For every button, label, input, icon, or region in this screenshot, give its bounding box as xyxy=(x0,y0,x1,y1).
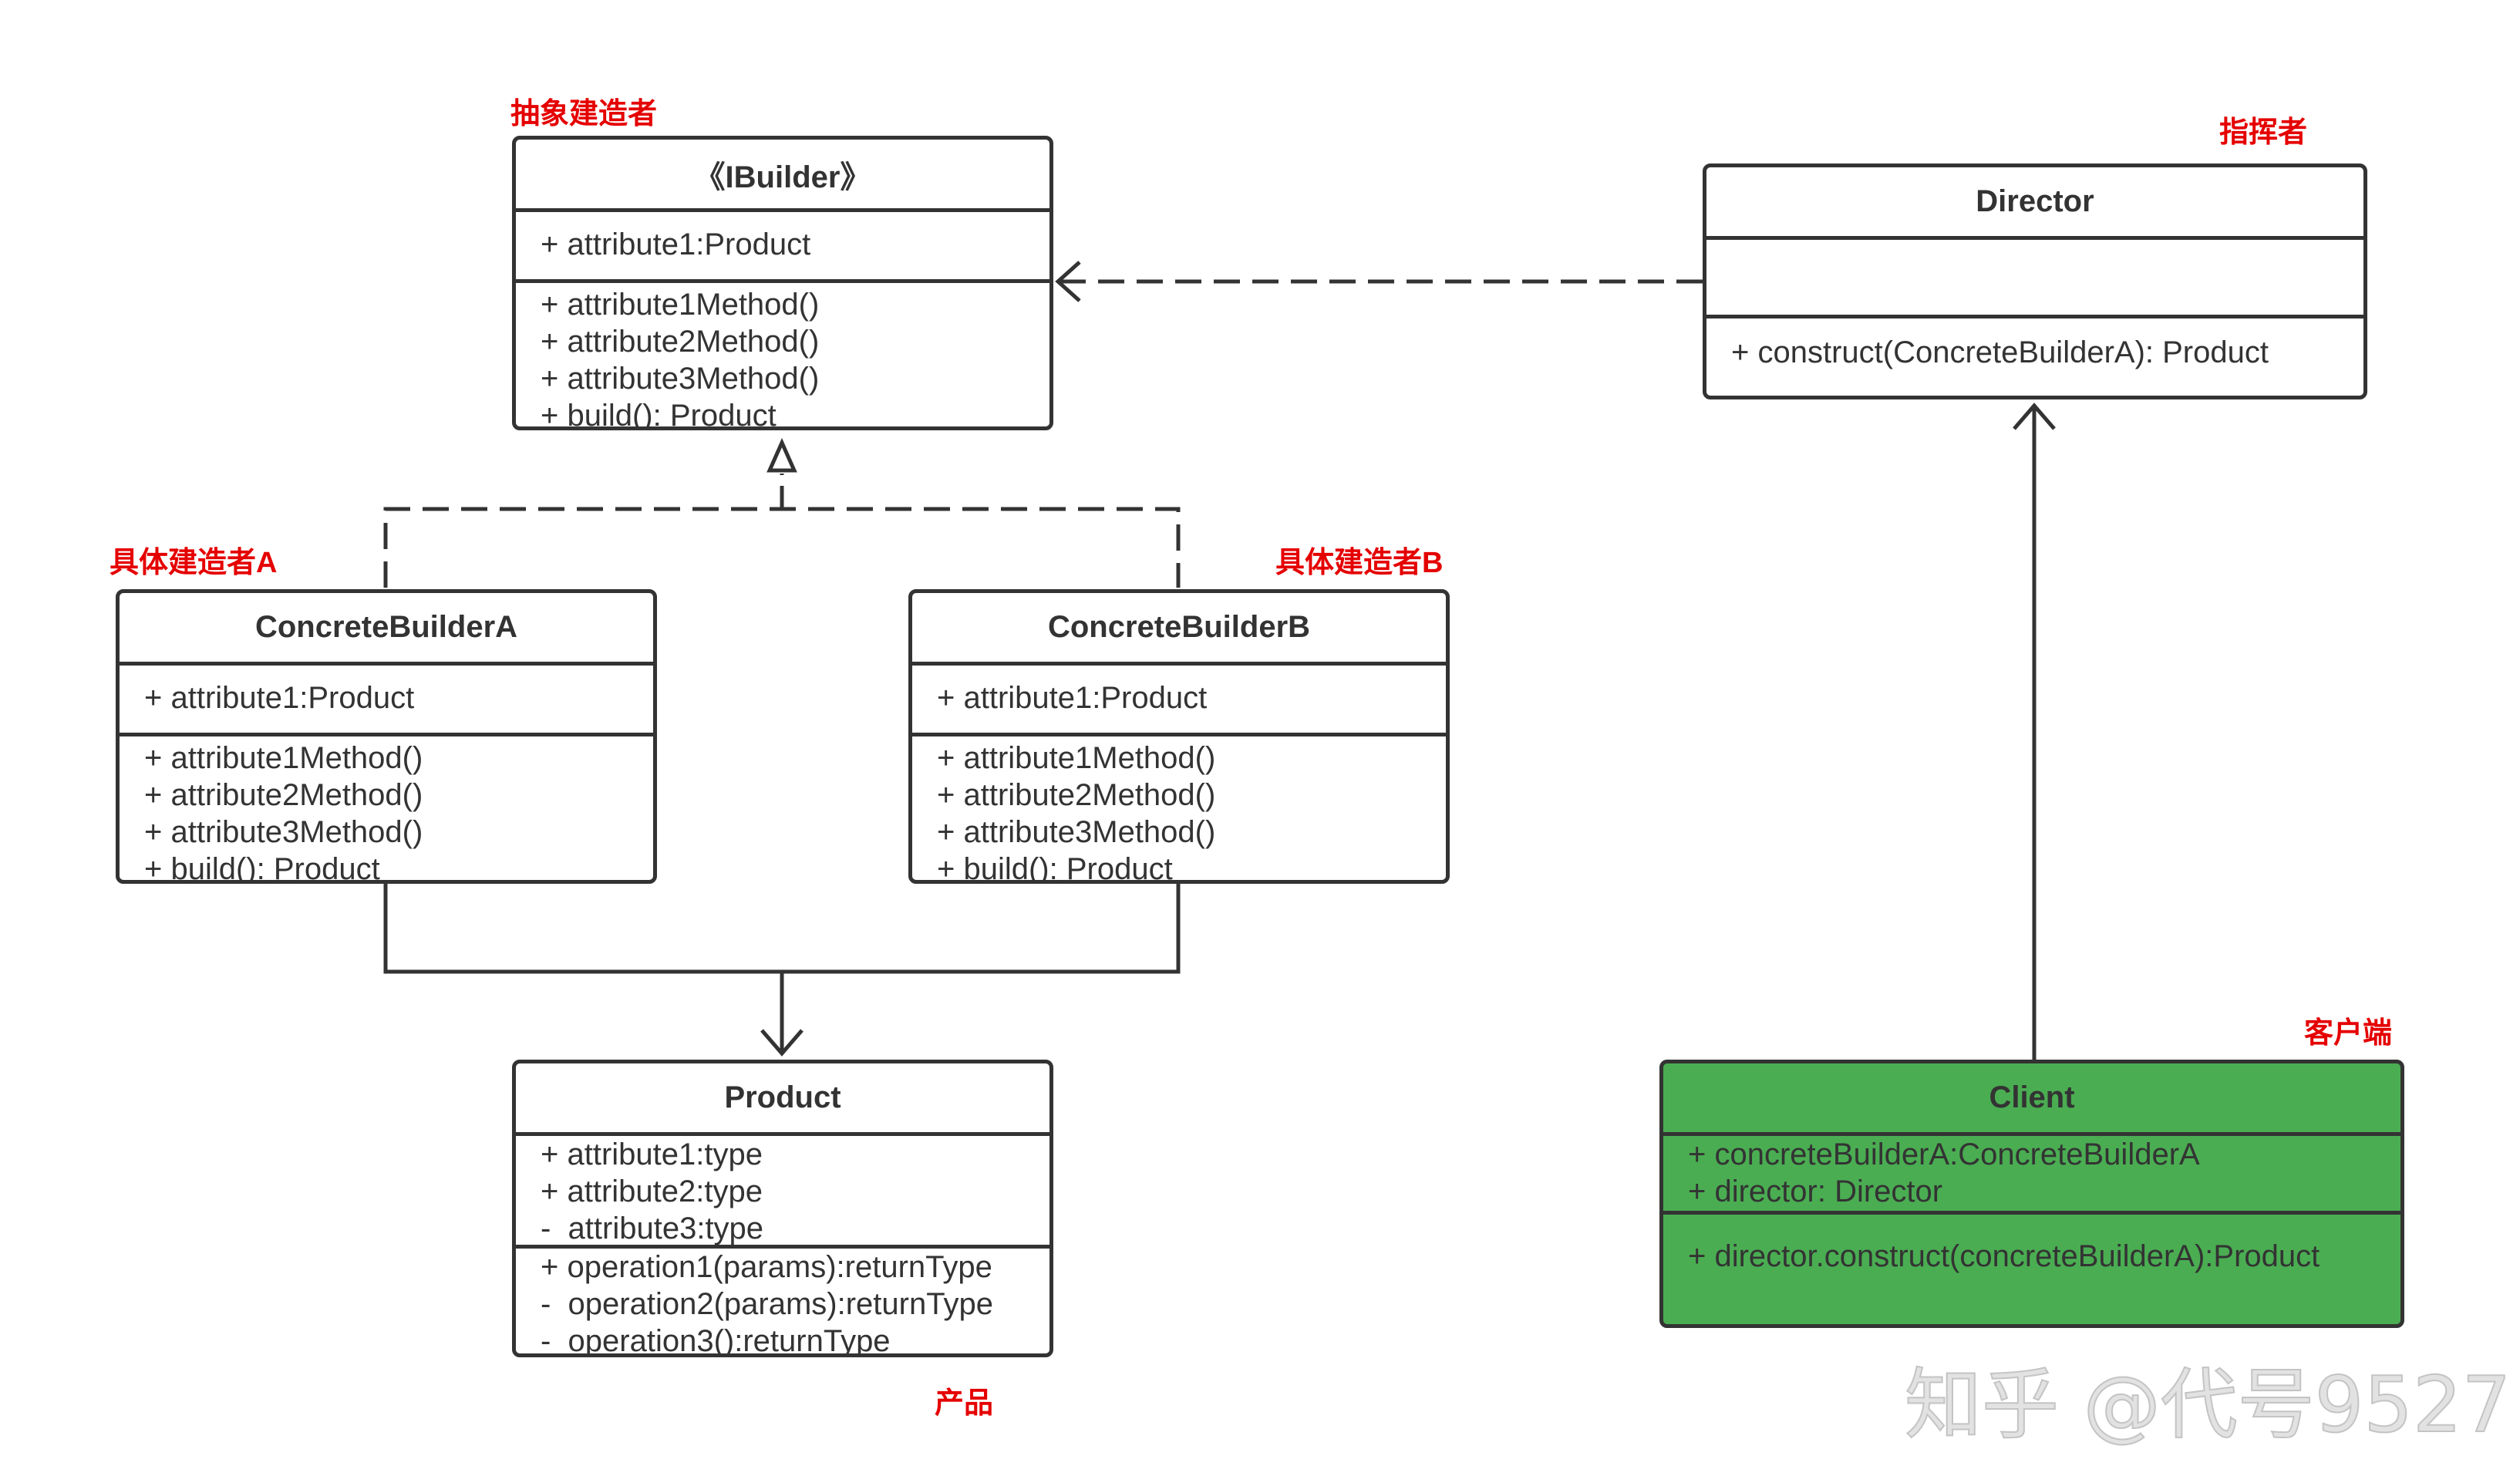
attribute: + attribute2:type xyxy=(541,1175,763,1208)
method: + attribute3Method() xyxy=(937,815,1216,849)
attribute: + attribute1:type xyxy=(541,1138,763,1171)
method: + attribute1Method() xyxy=(937,741,1216,775)
class-concrete-builder-a[interactable]: ConcreteBuilderA + attribute1:Product + … xyxy=(116,589,657,884)
watermark: 知乎 @代号9527 xyxy=(1904,1359,2512,1451)
attribute-list: + attribute1:Product xyxy=(912,666,1446,736)
class-ibuilder[interactable]: 《IBuilder》 + attribute1:Product + attrib… xyxy=(512,136,1053,430)
method-list: + director.construct(concreteBuilderA):P… xyxy=(1663,1215,2400,1275)
tag-product: 产品 xyxy=(935,1387,994,1420)
attribute: + director: Director xyxy=(1688,1175,1943,1208)
attribute-list: + concreteBuilderA:ConcreteBuilderA + di… xyxy=(1663,1136,2400,1215)
class-name: ConcreteBuilderA xyxy=(120,593,653,666)
tag-director: 指挥者 xyxy=(2219,116,2308,149)
association-client-arrowhead xyxy=(2013,403,2056,430)
method: + attribute3Method() xyxy=(541,362,820,396)
method: - operation3():returnType xyxy=(541,1324,891,1357)
method: + attribute2Method() xyxy=(937,778,1216,812)
method: + operation1(params):returnType xyxy=(541,1250,992,1284)
association-arrowhead xyxy=(760,1029,804,1057)
class-name: Client xyxy=(1663,1063,2400,1136)
class-director[interactable]: Director + construct(ConcreteBuilderA): … xyxy=(1703,163,2367,399)
method: + attribute2Method() xyxy=(144,778,423,812)
attribute-list: + attribute1:Product xyxy=(120,666,653,736)
dependency-arrowhead xyxy=(1055,261,1081,302)
association-builders-product xyxy=(383,884,1181,974)
class-concrete-builder-b[interactable]: ConcreteBuilderB + attribute1:Product + … xyxy=(908,589,1450,884)
class-name: Product xyxy=(516,1063,1049,1136)
class-product[interactable]: Product + attribute1:type + attribute2:t… xyxy=(512,1060,1053,1357)
method: + attribute1Method() xyxy=(541,288,820,322)
method: + build(): Product xyxy=(937,852,1173,884)
method: + director.construct(concreteBuilderA):P… xyxy=(1688,1239,2320,1273)
class-name: ConcreteBuilderB xyxy=(912,593,1446,666)
method-list: + operation1(params):returnType - operat… xyxy=(516,1249,1049,1357)
method: + attribute1Method() xyxy=(144,741,423,775)
attribute: + attribute1:Product xyxy=(144,681,415,715)
tag-concrete-builder-a: 具体建造者A xyxy=(109,547,278,579)
tag-client: 客户端 xyxy=(2304,1017,2393,1050)
realization-triangle xyxy=(766,437,797,473)
method-list: + attribute1Method() + attribute2Method(… xyxy=(516,283,1049,430)
attribute: - attribute3:type xyxy=(541,1212,764,1245)
class-name: 《IBuilder》 xyxy=(516,140,1049,212)
tag-concrete-builder-b: 具体建造者B xyxy=(1275,547,1444,579)
attribute-list: + attribute1:type + attribute2:type - at… xyxy=(516,1136,1049,1249)
realization-builder-a xyxy=(383,507,1181,588)
class-client[interactable]: Client + concreteBuilderA:ConcreteBuilde… xyxy=(1659,1060,2404,1328)
attribute: + concreteBuilderA:ConcreteBuilderA xyxy=(1688,1138,2200,1171)
attribute-list xyxy=(1706,240,2363,319)
method: + attribute2Method() xyxy=(541,325,820,359)
attribute: + attribute1:Product xyxy=(937,681,1208,715)
attribute: + attribute1:Product xyxy=(541,228,811,261)
class-name: Director xyxy=(1706,167,2363,240)
method: - operation2(params):returnType xyxy=(541,1287,993,1321)
method-list: + attribute1Method() + attribute2Method(… xyxy=(120,736,653,884)
method: + construct(ConcreteBuilderA): Product xyxy=(1731,335,2269,369)
tag-abstract-builder: 抽象建造者 xyxy=(510,98,658,130)
method: + build(): Product xyxy=(144,852,380,884)
method-list: + construct(ConcreteBuilderA): Product xyxy=(1706,319,2363,371)
method: + attribute3Method() xyxy=(144,815,423,849)
attribute-list: + attribute1:Product xyxy=(516,212,1049,283)
method-list: + attribute1Method() + attribute2Method(… xyxy=(912,736,1446,884)
method: + build(): Product xyxy=(541,399,777,430)
